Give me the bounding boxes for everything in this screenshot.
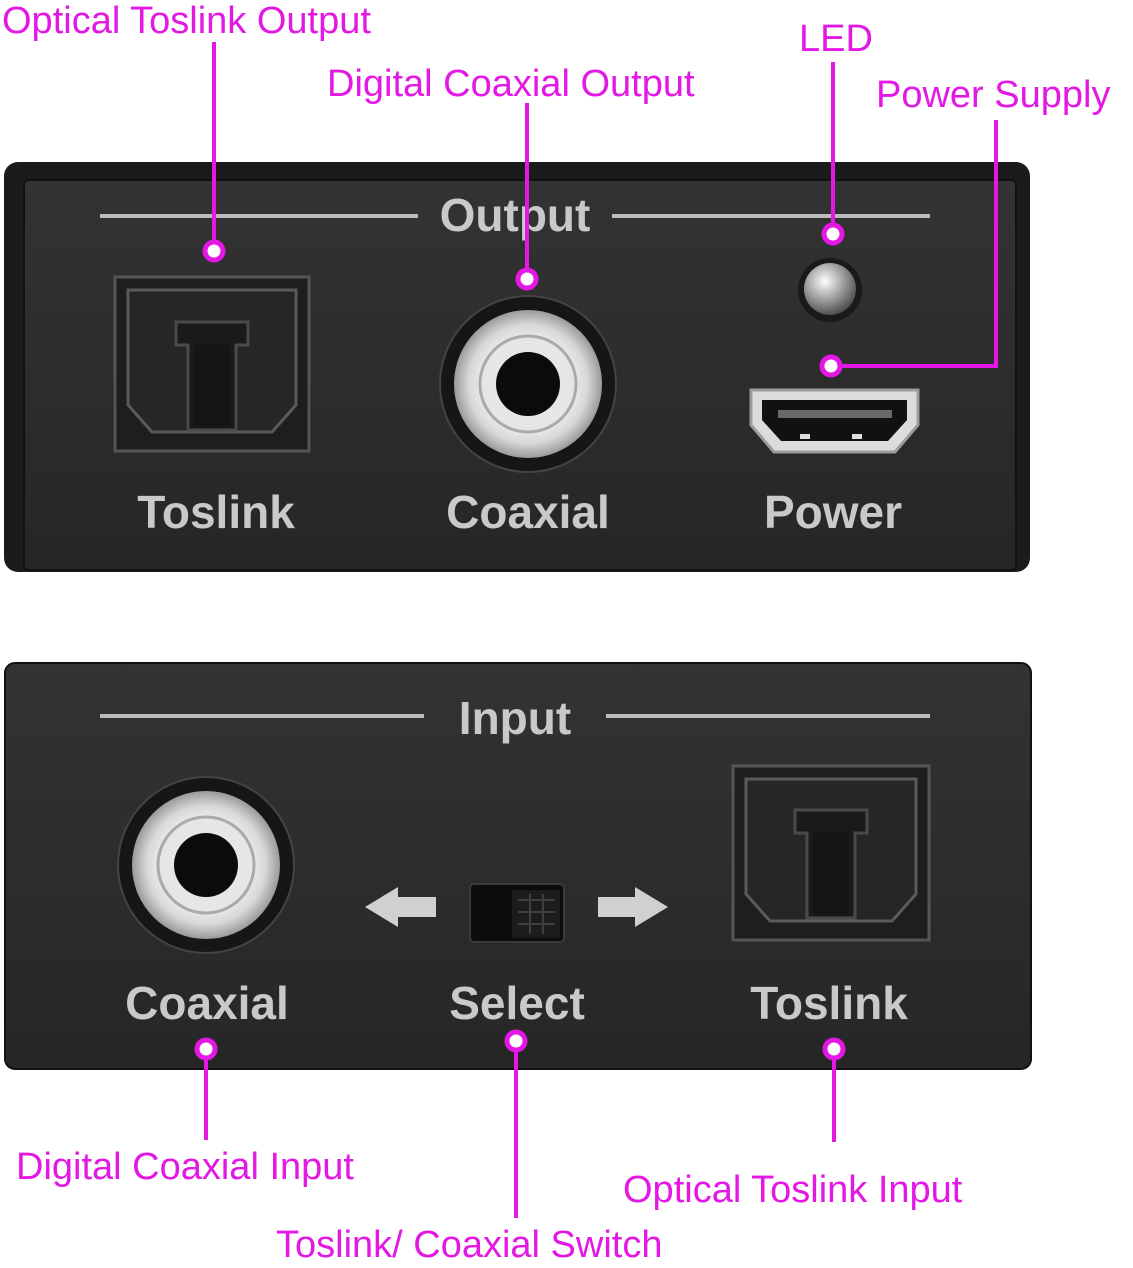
dot-led — [821, 222, 845, 246]
input-panel: Input — [4, 662, 1032, 1070]
dot-digital-coaxial-input — [194, 1037, 218, 1061]
toslink-input-port — [731, 764, 931, 942]
callout-digital-coaxial-input: Digital Coaxial Input — [16, 1146, 354, 1188]
led-indicator — [798, 258, 862, 322]
arrow-right-icon — [598, 887, 668, 927]
input-select-label: Select — [449, 977, 585, 1029]
coaxial-output-port — [439, 295, 617, 473]
dot-digital-coaxial-output — [515, 267, 539, 291]
callout-dots — [194, 222, 846, 1061]
power-port — [749, 388, 920, 454]
output-coaxial-label: Coaxial — [446, 486, 610, 538]
output-panel: Output Toslink Coaxial — [4, 162, 1030, 572]
toslink-output-port — [113, 275, 311, 453]
callout-power-supply: Power Supply — [876, 74, 1111, 116]
input-toslink-label: Toslink — [750, 977, 908, 1029]
arrow-left-icon — [365, 887, 436, 927]
input-panel-title: Input — [459, 692, 571, 744]
dot-optical-toslink-input — [822, 1037, 846, 1061]
callout-toslink-coaxial-switch: Toslink/ Coaxial Switch — [276, 1224, 663, 1266]
output-panel-title: Output — [440, 189, 591, 241]
callout-leaders — [204, 42, 998, 1218]
callout-optical-toslink-input: Optical Toslink Input — [623, 1169, 963, 1211]
leader-power-supply — [832, 120, 998, 368]
callout-optical-toslink-output: Optical Toslink Output — [2, 0, 371, 42]
dot-power-supply — [819, 354, 843, 378]
coaxial-input-port — [117, 776, 295, 954]
callout-led: LED — [799, 18, 873, 60]
callout-digital-coaxial-output: Digital Coaxial Output — [327, 63, 695, 105]
input-coaxial-label: Coaxial — [125, 977, 289, 1029]
output-power-label: Power — [764, 486, 902, 538]
output-toslink-label: Toslink — [137, 486, 295, 538]
select-switch — [469, 883, 565, 943]
dot-toslink-coaxial-switch — [504, 1029, 528, 1053]
dot-optical-toslink-output — [202, 239, 226, 263]
